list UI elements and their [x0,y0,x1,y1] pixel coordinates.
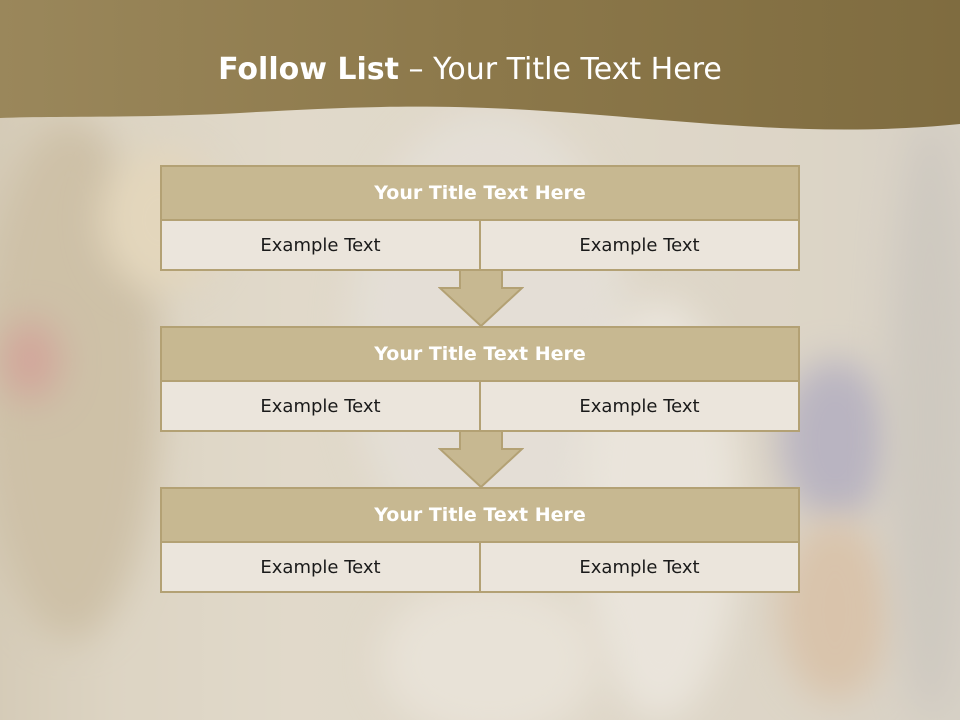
block-cell-left: Example Text [160,221,481,271]
block-cell-right: Example Text [481,543,800,593]
block-title: Your Title Text Here [160,165,800,221]
block-row: Example Text Example Text [160,543,800,593]
block-cell-right: Example Text [481,221,800,271]
down-arrow-1-icon [438,270,524,328]
block-row: Example Text Example Text [160,382,800,432]
block-cell-right: Example Text [481,382,800,432]
slide-title-bold: Follow List [218,52,399,87]
down-arrow-2-icon [438,431,524,489]
slide-title: Follow List – Your Title Text Here [0,52,940,87]
block-title: Your Title Text Here [160,487,800,543]
block-cell-left: Example Text [160,543,481,593]
block-title: Your Title Text Here [160,326,800,382]
slide-title-rest: – Your Title Text Here [408,52,722,87]
list-block-1: Your Title Text Here Example Text Exampl… [160,165,800,271]
list-block-3: Your Title Text Here Example Text Exampl… [160,487,800,593]
header-band [0,0,960,130]
block-cell-left: Example Text [160,382,481,432]
list-block-2: Your Title Text Here Example Text Exampl… [160,326,800,432]
block-row: Example Text Example Text [160,221,800,271]
